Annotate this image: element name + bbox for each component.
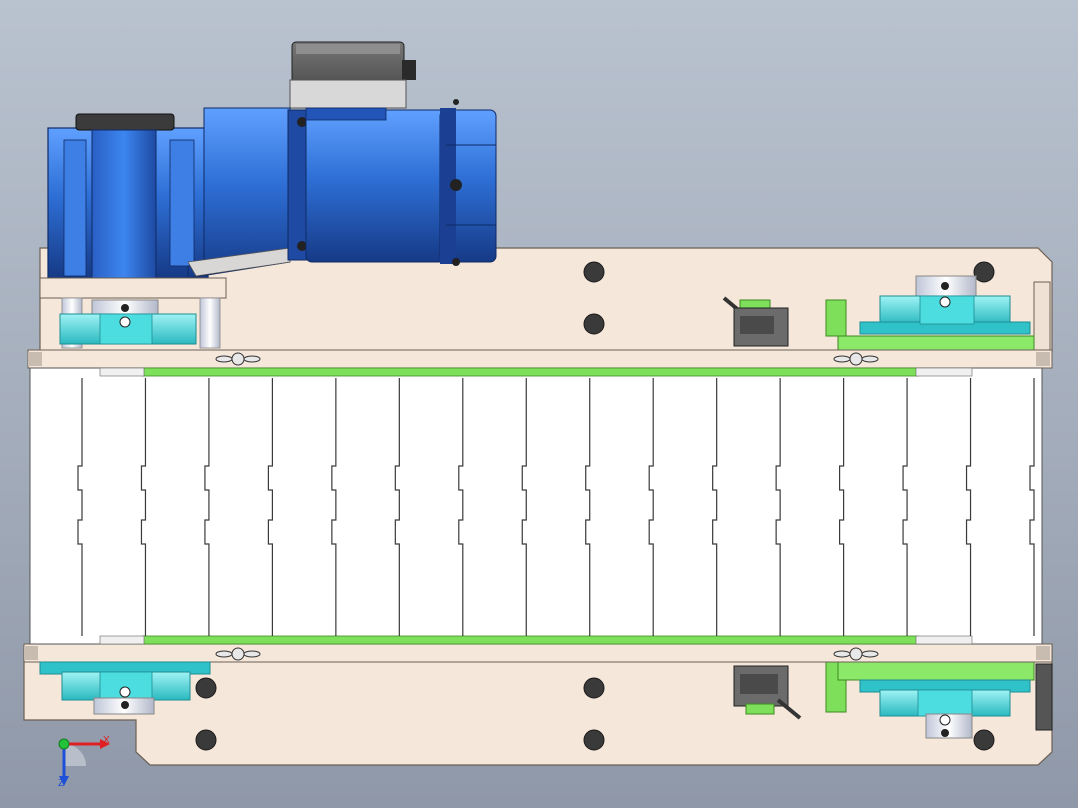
bearing-top-left: [59, 299, 197, 345]
belt-slat-joint: [267, 378, 273, 636]
belt-slat-joint: [712, 378, 718, 636]
proximity-sensor-bottom: [733, 665, 802, 720]
belt-slat-joint: [775, 378, 781, 636]
belt-slat-joint: [394, 378, 400, 636]
axis-triad: [58, 738, 110, 786]
wing-nuts: [215, 352, 879, 661]
proximity-sensor-top: [722, 296, 789, 347]
belt-slat-joint: [839, 378, 845, 636]
belt-slat-joint: [902, 378, 908, 636]
gearbox: [47, 107, 291, 281]
belt-slat-joint: [1029, 378, 1035, 636]
belt-slat-joint: [331, 378, 337, 636]
belt-slat-joint: [648, 378, 654, 636]
belt-slat-joint: [965, 378, 972, 636]
gear-motor: [39, 41, 497, 349]
belt-slat-joint: [140, 378, 147, 636]
belt-slat-joint: [458, 378, 464, 636]
conveyor-belt: [29, 367, 1043, 645]
belt-slat-joint: [77, 378, 83, 636]
motor-flange: [287, 109, 309, 261]
end-bracket: [1035, 663, 1053, 731]
belt-slat-joint: [585, 378, 591, 636]
bearing-top-right: [859, 275, 1031, 335]
bearing-bottom-right: [859, 679, 1031, 739]
terminal-box: [289, 41, 416, 109]
belt-slat-joint: [521, 378, 527, 636]
z-axis-label: Z: [58, 778, 65, 789]
green-guide-top-right: [825, 299, 1035, 351]
motor-body: [305, 99, 497, 266]
bolt-holes: [195, 261, 995, 751]
motor-mount-plate: [39, 277, 227, 299]
green-guide-bottom-right: [825, 661, 1035, 713]
x-axis-label: X: [103, 735, 110, 746]
side-rail-top: [27, 349, 1053, 369]
side-rail-bottom: [23, 643, 1053, 663]
bearing-bottom-left: [39, 661, 211, 715]
frame-plate: [23, 247, 1053, 766]
belt-slat-joint: [204, 378, 210, 636]
